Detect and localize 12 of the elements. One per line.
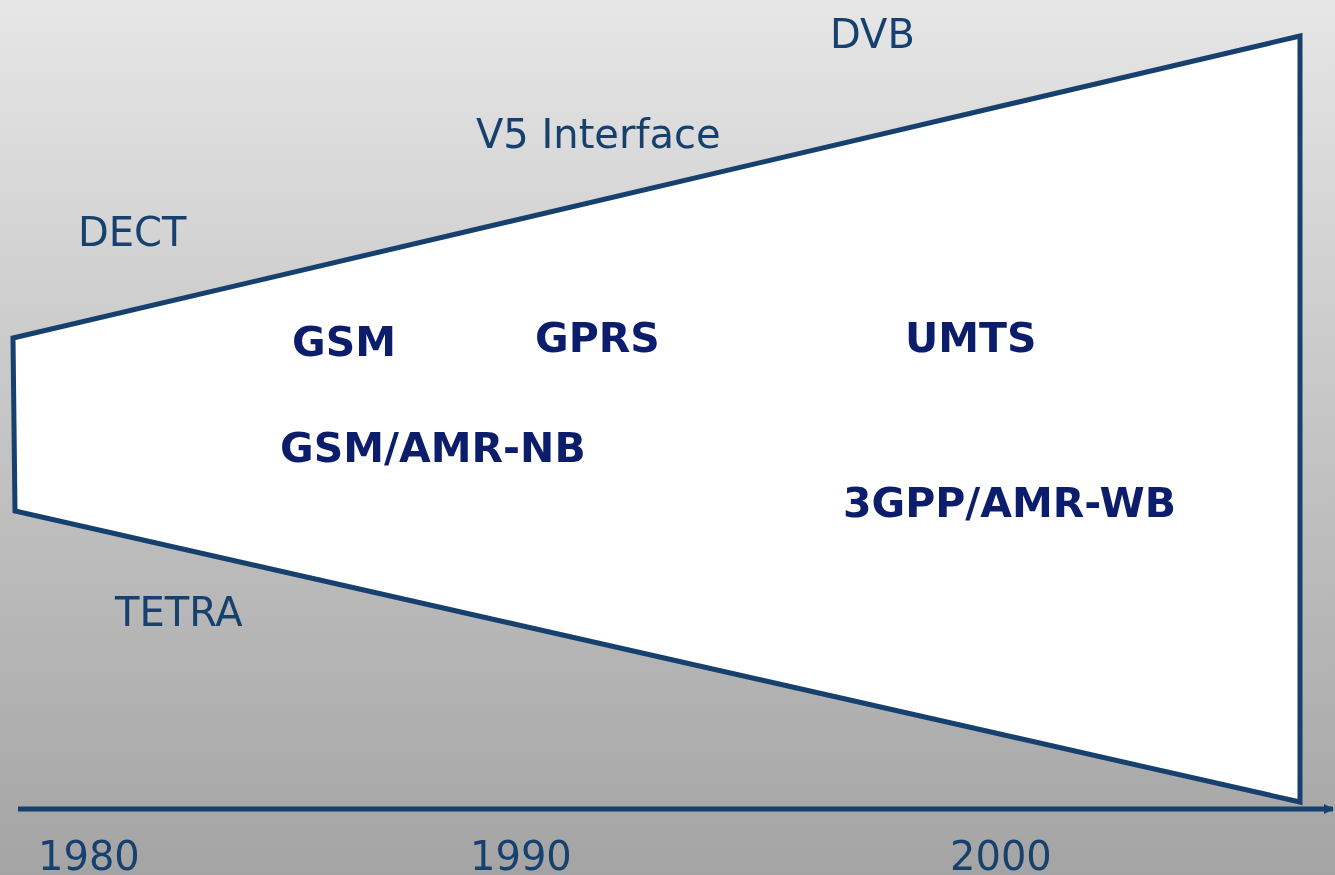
- standard-name: GPRS: [535, 318, 660, 359]
- standard-name: GSM: [292, 322, 396, 363]
- standard-label: DVB: [830, 14, 915, 54]
- year-label: 1980: [38, 836, 140, 875]
- standard-label: V5 Interface: [476, 114, 721, 154]
- standard-label: DECT: [78, 212, 187, 252]
- standard-name: UMTS: [905, 318, 1037, 359]
- standard-label: TETRA: [115, 592, 243, 632]
- standard-name: 3GPP/AMR-WB: [843, 483, 1176, 524]
- year-label: 1990: [470, 836, 572, 875]
- standard-name: GSM/AMR-NB: [280, 428, 586, 469]
- year-label: 2000: [950, 836, 1052, 875]
